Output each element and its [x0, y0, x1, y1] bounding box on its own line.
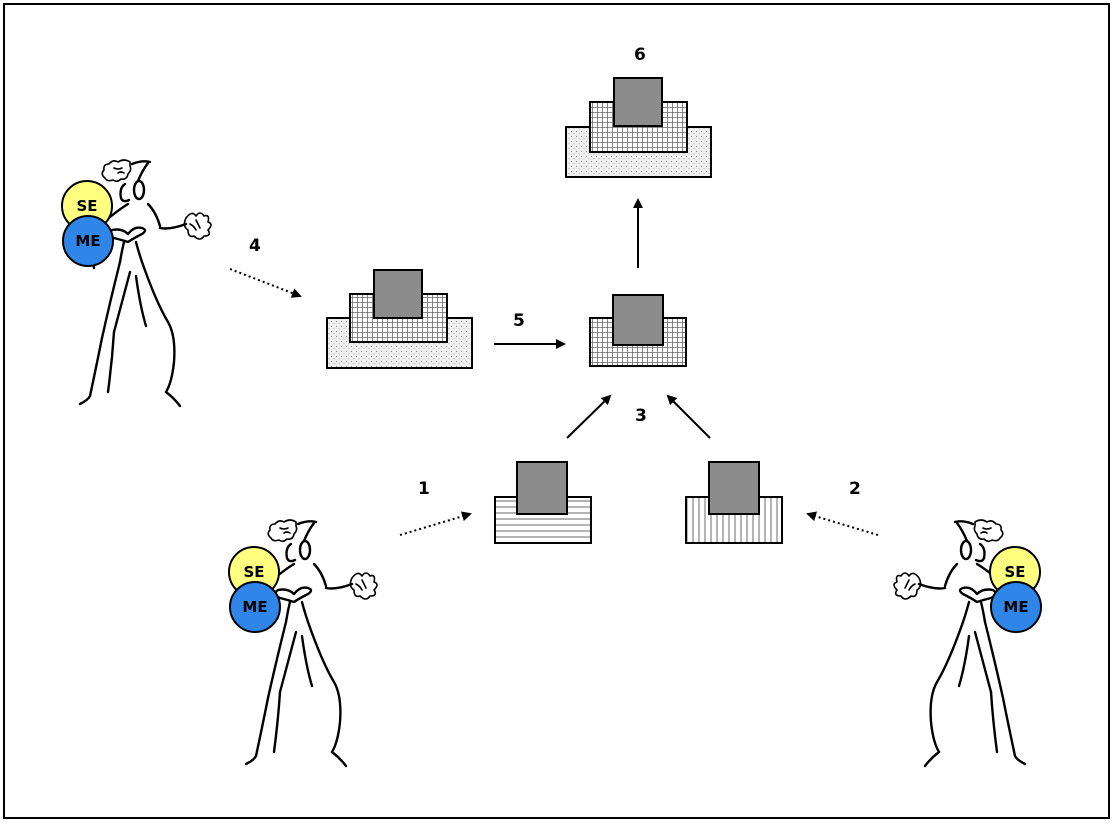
stacked-blocks-icon: [589, 294, 687, 367]
diagram-frame: [3, 3, 1110, 819]
step-label-6: 6: [634, 45, 646, 65]
me-badge: [990, 581, 1042, 633]
me-badge-label: ME: [75, 232, 100, 250]
me-badge-label: ME: [1003, 598, 1028, 616]
arrow-icon: [399, 511, 472, 536]
se-badge-label: SE: [76, 197, 97, 215]
stacked-blocks-icon: [326, 269, 473, 369]
stacked-blocks-icon: [565, 77, 712, 178]
arrow-icon: [666, 394, 711, 439]
arrow-icon: [229, 268, 302, 298]
arrow-icon: [806, 511, 879, 536]
stacked-blocks-icon: [494, 461, 592, 544]
se-badge-label: SE: [1004, 563, 1025, 581]
se-badge-label: SE: [243, 563, 264, 581]
stacked-blocks-icon: [685, 461, 783, 544]
step-label-5: 5: [513, 311, 525, 331]
me-badge-label: ME: [242, 598, 267, 616]
step-label-1: 1: [418, 479, 430, 499]
step-label-3: 3: [635, 406, 647, 426]
step-label-2: 2: [849, 479, 861, 499]
se-me-badge-group: SE ME: [61, 180, 114, 267]
me-badge: [229, 581, 281, 633]
se-me-badge-group: SE ME: [989, 546, 1042, 633]
arrow-icon: [566, 394, 612, 439]
se-me-badge-group: SE ME: [228, 546, 281, 633]
step-label-4: 4: [249, 236, 261, 256]
me-badge: [62, 215, 114, 267]
